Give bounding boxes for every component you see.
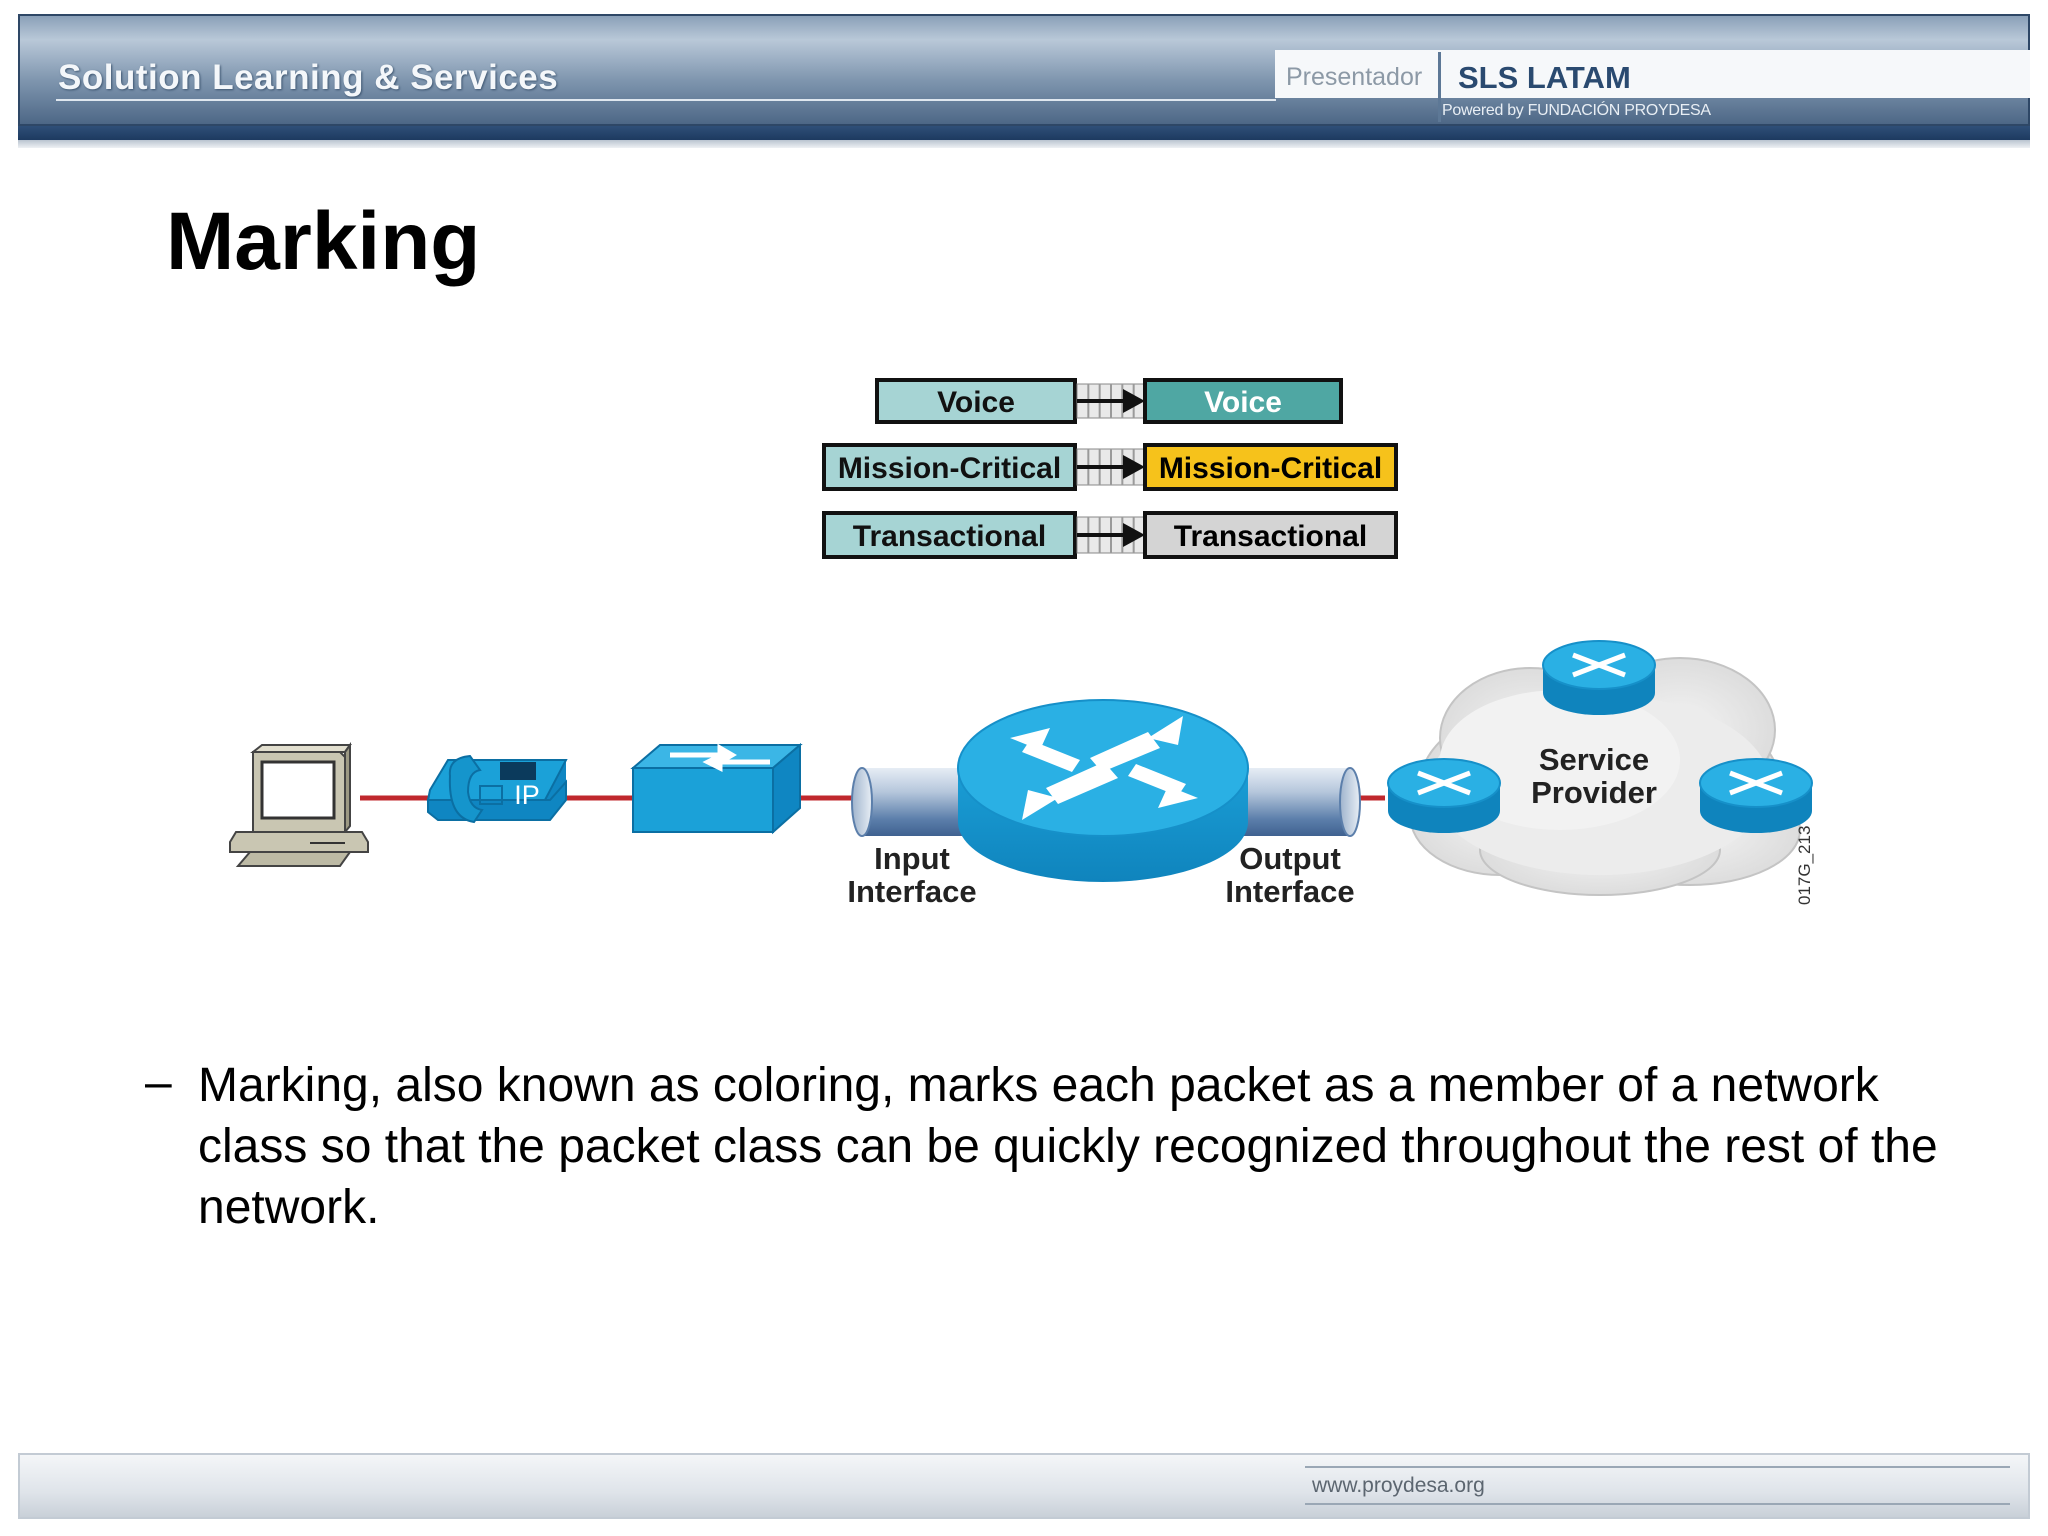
marking-output-label: Mission-Critical	[1159, 452, 1382, 485]
marking-arrow-head	[1123, 523, 1145, 547]
brand-underline	[56, 99, 1276, 101]
cloud-router-right	[1699, 758, 1813, 833]
footer-bar	[18, 1453, 2030, 1519]
input-interface-label-2: Interface	[847, 874, 976, 909]
cloud-label-service: Service	[1539, 742, 1649, 777]
brand-title: Solution Learning & Services	[58, 58, 559, 97]
presenter-label: Presentador	[1286, 63, 1423, 91]
marking-output-box	[1143, 378, 1343, 424]
marking-arrow-head	[1123, 389, 1145, 413]
header-bottom-bar	[18, 126, 2030, 140]
footer-line-bottom	[1305, 1503, 2010, 1505]
switch-icon	[630, 742, 803, 835]
marking-input-label: Voice	[937, 386, 1015, 419]
marking-input-label: Mission-Critical	[838, 452, 1061, 485]
marking-output-box	[1143, 443, 1398, 491]
service-provider-cloud: Service Provider	[1409, 657, 1801, 896]
output-interface-label-1: Output	[1239, 841, 1341, 876]
ip-phone-icon: IP	[426, 754, 568, 824]
cloud-router-top	[1542, 640, 1656, 715]
figure-id: 017G_213	[1795, 826, 1814, 905]
computer-icon	[229, 741, 369, 867]
cloud-router-left	[1387, 758, 1501, 833]
input-interface-label-1: Input	[874, 841, 950, 876]
router-icon	[957, 699, 1249, 882]
bullet-marker: –	[145, 1056, 172, 1109]
phone-label: IP	[514, 780, 540, 810]
logo-panel	[1275, 50, 2030, 98]
marking-input-box	[875, 378, 1077, 424]
marking-input-box	[822, 443, 1077, 491]
slide-title: Marking	[166, 196, 481, 287]
footer-line-top	[1305, 1466, 2010, 1468]
marking-input-box	[822, 511, 1077, 559]
logo-divider	[1438, 52, 1441, 122]
marking-output-label: Voice	[1204, 386, 1282, 419]
marking-output-label: Transactional	[1174, 520, 1367, 553]
powered-by-text: Powered by FUNDACIÓN PROYDESA	[1442, 102, 1711, 119]
marking-arrow-head	[1123, 455, 1145, 479]
header-shadow	[18, 140, 2030, 148]
marking-input-label: Transactional	[853, 520, 1046, 553]
marking-output-box	[1143, 511, 1398, 559]
output-interface-label-2: Interface	[1225, 874, 1354, 909]
bullet-text: Marking, also known as coloring, marks e…	[198, 1059, 1938, 1234]
logo-name: SLS LATAM	[1458, 60, 1631, 95]
cloud-label-provider: Provider	[1531, 775, 1657, 810]
footer-url: www.proydesa.org	[1312, 1474, 1485, 1497]
